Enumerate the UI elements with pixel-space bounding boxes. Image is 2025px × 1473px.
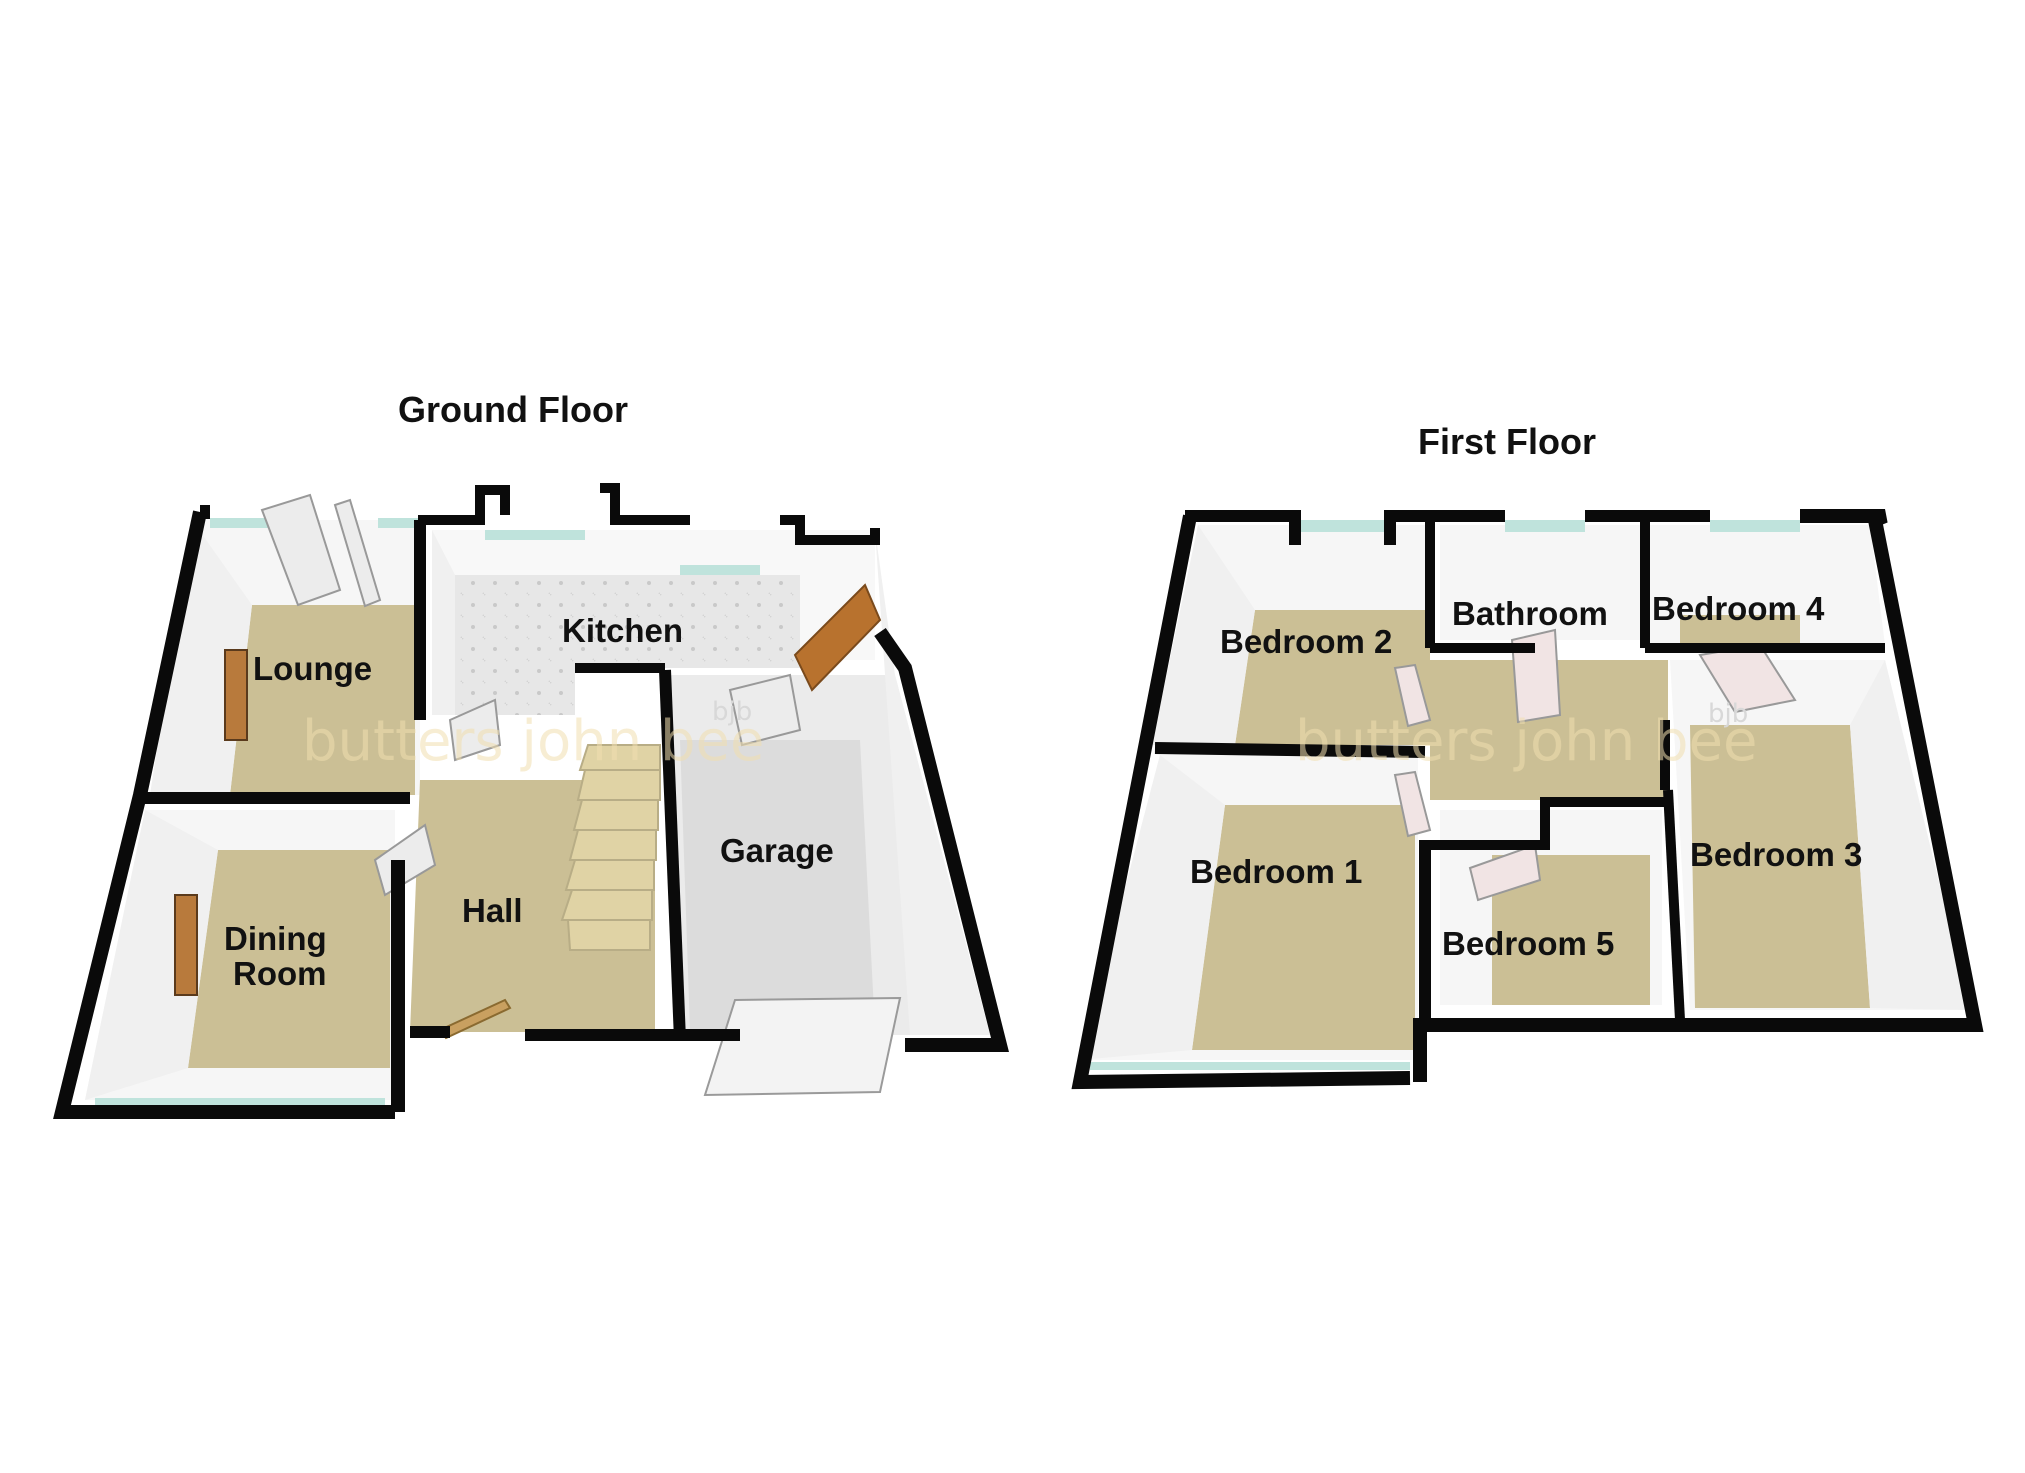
first-floor-watermark: butters john bee bbox=[1295, 709, 1757, 774]
bedroom5-carpet bbox=[1492, 855, 1650, 1005]
room-label-dining-line1: Dining bbox=[224, 920, 327, 957]
ground-floor-title: Ground Floor bbox=[398, 389, 628, 430]
room-label-bedroom3: Bedroom 3 bbox=[1690, 836, 1862, 873]
ground-floor-inner-walls bbox=[85, 520, 990, 1100]
ground-floor-windows bbox=[95, 518, 760, 1106]
room-label-bedroom4: Bedroom 4 bbox=[1652, 590, 1825, 627]
lounge-patio-door-left bbox=[260, 493, 342, 607]
bedroom2-window bbox=[1295, 520, 1390, 532]
first-floor-watermark-mark: bjb bbox=[1708, 699, 1748, 729]
bedroom5-door bbox=[1468, 843, 1542, 902]
first-floor-inner-walls bbox=[1080, 525, 1970, 1060]
first-floor-walls bbox=[1071, 509, 1984, 1090]
kitchen-back-door bbox=[793, 583, 882, 692]
room-label-dining-line2: Room bbox=[233, 955, 327, 992]
staircase bbox=[560, 744, 661, 951]
first-floor-doors bbox=[1393, 628, 1797, 902]
first-floor-windows bbox=[1090, 520, 1800, 1070]
landing-floor bbox=[1430, 660, 1668, 800]
bedroom1-door bbox=[1393, 770, 1432, 838]
ground-floor-watermark-mark: bjb bbox=[712, 697, 752, 727]
bedroom1-carpet bbox=[1192, 805, 1415, 1050]
bathroom-floor bbox=[1440, 525, 1640, 640]
room-label-kitchen: Kitchen bbox=[562, 612, 683, 649]
ground-floor-walls bbox=[53, 483, 1009, 1119]
lounge-window-right bbox=[378, 518, 418, 528]
first-floor-title: First Floor bbox=[1418, 421, 1596, 462]
room-label-hall: Hall bbox=[462, 892, 523, 929]
first-floor: First Floor Bedroom 2 Bathroom Bedroom 4… bbox=[1071, 421, 1984, 1090]
kitchen-tiles bbox=[455, 575, 800, 715]
dining-window bbox=[95, 1098, 385, 1106]
dining-carpet bbox=[188, 850, 390, 1068]
lounge-carpet bbox=[230, 605, 415, 795]
bathroom-window bbox=[1505, 520, 1585, 532]
garage-up-and-over-door bbox=[703, 996, 902, 1097]
room-label-bathroom: Bathroom bbox=[1452, 595, 1608, 632]
ground-floor-watermark: butters john bee bbox=[302, 709, 764, 774]
garage-floor-grey bbox=[680, 740, 875, 1030]
room-label-garage: Garage bbox=[720, 832, 834, 869]
bedroom4-carpet bbox=[1680, 615, 1800, 645]
room-label-bedroom2: Bedroom 2 bbox=[1220, 623, 1392, 660]
bedroom3-carpet bbox=[1690, 725, 1870, 1008]
dining-fireplace bbox=[174, 894, 198, 996]
room-label-lounge: Lounge bbox=[253, 650, 372, 687]
garage-kitchen-door bbox=[728, 673, 802, 747]
kitchen-hall-door bbox=[448, 698, 502, 762]
lounge-window bbox=[210, 518, 270, 528]
kitchen-window-left bbox=[485, 530, 585, 540]
bedroom2-door bbox=[1393, 663, 1432, 728]
room-label-bedroom1: Bedroom 1 bbox=[1190, 853, 1362, 890]
ground-floor: Ground Floor Lounge Kitchen Dining Room … bbox=[53, 389, 1009, 1119]
bedroom4-window bbox=[1710, 520, 1800, 532]
lounge-patio-door-right bbox=[333, 498, 382, 608]
lounge-fireplace bbox=[224, 649, 248, 741]
room-label-bedroom5: Bedroom 5 bbox=[1442, 925, 1614, 962]
bedroom2-carpet bbox=[1235, 610, 1430, 745]
kitchen-window-right bbox=[680, 565, 760, 575]
bedroom1-window bbox=[1090, 1062, 1410, 1070]
